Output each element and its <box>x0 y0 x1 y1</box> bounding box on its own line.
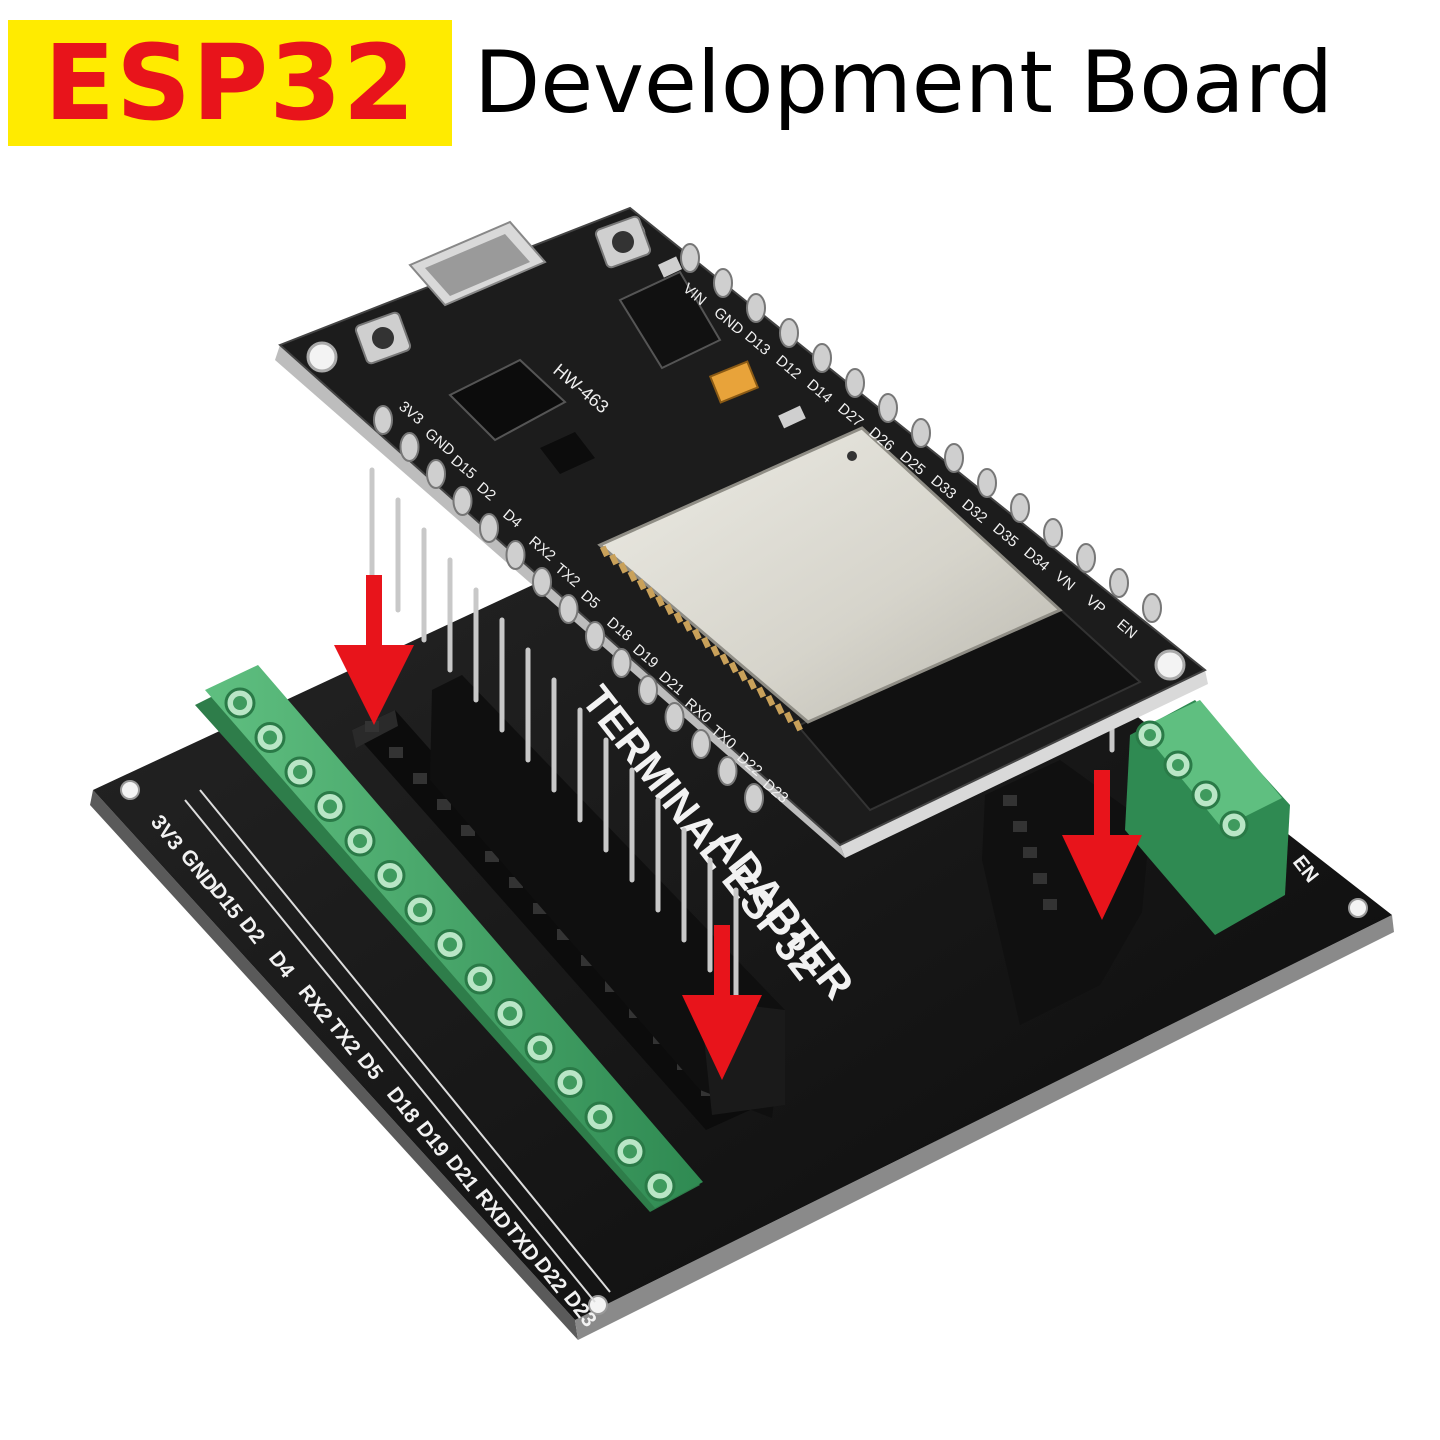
left-screw-terminal <box>195 665 703 1212</box>
esp32-badge: ESP32 <box>8 20 452 146</box>
product-title: Development Board <box>474 33 1334 133</box>
badge-text: ESP32 <box>44 22 416 144</box>
insert-arrow-icon <box>334 575 414 725</box>
insert-arrow-icon <box>1062 770 1142 920</box>
wifi-module-shield <box>597 426 1063 724</box>
right-screw-terminal <box>1125 700 1290 935</box>
insert-arrow-icon <box>682 925 762 1080</box>
